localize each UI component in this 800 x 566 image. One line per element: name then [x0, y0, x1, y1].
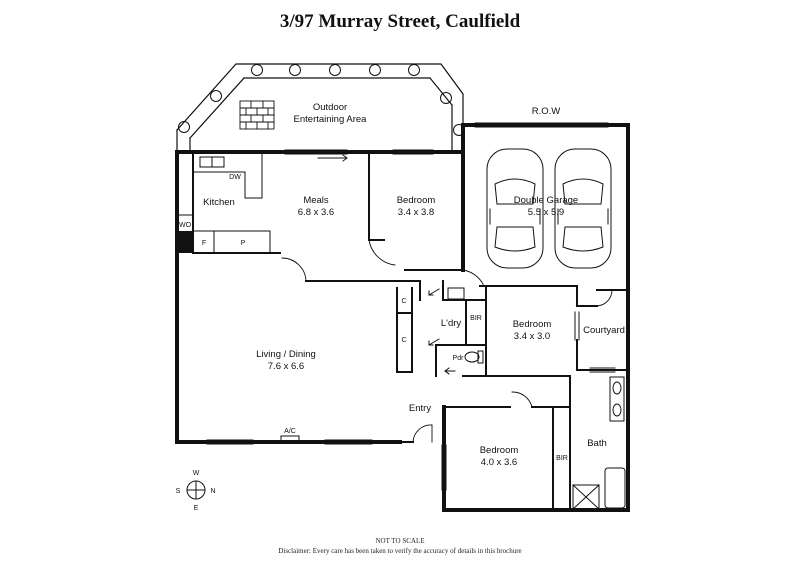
bedroom2-label: Bedroom — [513, 319, 552, 330]
bath-fixtures — [572, 376, 626, 510]
bedroom1-dim: 3.4 x 3.8 — [398, 207, 434, 218]
compass-e: E — [194, 505, 199, 512]
meals-label: Meals — [303, 195, 329, 206]
compass-w: W — [193, 470, 200, 477]
bedroom3-label: Bedroom — [480, 445, 519, 456]
cupboard-2-label: C — [401, 337, 406, 344]
windows — [206, 122, 616, 491]
not-to-scale-note: NOT TO SCALE — [375, 537, 425, 545]
laundry-label: L'dry — [441, 318, 462, 329]
exterior-walls — [175, 123, 630, 512]
bir2-label: BIR — [556, 455, 568, 462]
living-label: Living / Dining — [256, 349, 316, 360]
cupboard-1-label: C — [401, 298, 406, 305]
pantry-label: P — [241, 240, 246, 247]
courtyard-label: Courtyard — [583, 325, 625, 336]
wo-label: WO — [179, 222, 192, 229]
sliding-door-arrow — [317, 154, 348, 162]
fridge-label: F — [202, 240, 206, 247]
compass-icon — [186, 480, 206, 500]
row-label: R.O.W — [532, 106, 561, 117]
powder-label: Pdr — [453, 355, 465, 362]
laundry-fixtures — [428, 287, 484, 375]
bedroom3-dim: 4.0 x 3.6 — [481, 457, 517, 468]
bedroom2-dim: 3.4 x 3.0 — [514, 331, 550, 342]
bir1-label: BIR — [470, 315, 482, 322]
kitchen-label: Kitchen — [203, 197, 235, 208]
living-dim: 7.6 x 6.6 — [268, 361, 304, 372]
ac-unit — [280, 435, 300, 442]
bath-label: Bath — [587, 438, 607, 449]
outdoor-label: Outdoor — [313, 102, 347, 113]
entry-label: Entry — [409, 403, 431, 414]
page-title: 3/97 Murray Street, Caulfield — [279, 11, 521, 32]
bbq-brick-icon — [239, 100, 275, 130]
outdoor-label-2: Entertaining Area — [294, 114, 368, 125]
dw-label: DW — [229, 174, 241, 181]
bedroom1-label: Bedroom — [397, 195, 436, 206]
garage-label: Double Garage — [514, 195, 578, 206]
compass-s: S — [176, 488, 181, 495]
disclaimer: Disclaimer: Every care has been taken to… — [278, 547, 522, 555]
kitchen-fittings — [192, 151, 271, 254]
meals-dim: 6.8 x 3.6 — [298, 207, 334, 218]
car-icons — [486, 148, 612, 269]
garage-dim: 5.5 x 5.9 — [528, 207, 564, 218]
outdoor-posts — [178, 64, 465, 136]
ac-label: A/C — [284, 428, 296, 435]
door-swings — [281, 239, 613, 443]
compass-n: N — [210, 488, 215, 495]
wall-oven-block — [177, 231, 193, 253]
